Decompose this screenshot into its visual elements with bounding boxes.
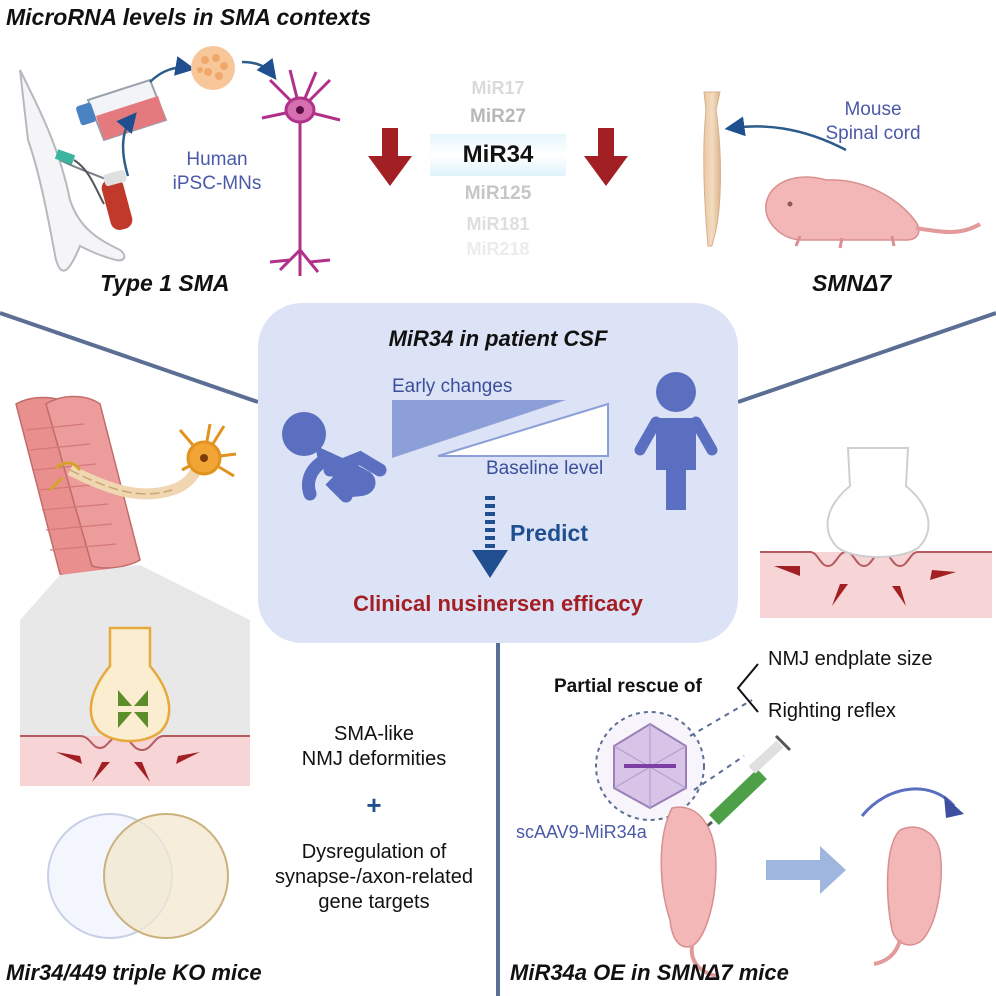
mir125-label: MiR125 [464,183,532,204]
venn-diagram [47,813,229,939]
rescue-item-righting: Righting reflex [768,700,896,722]
arm-illustration [19,69,133,272]
aav-capsid [595,711,705,821]
type1-label: Type 1 SMA [100,270,230,296]
smn-label: SMNΔ7 [812,270,892,296]
dysregulation-line2: synapse-/axon-related [275,866,473,888]
mouse-label-line2: Spinal cord [825,123,921,144]
early-changes-triangle [392,400,566,458]
bottom-right-title: MiR34a OE in SMNΔ7 mice [510,960,789,985]
flask-illustration [76,78,168,142]
nmj-deformities-text: SMA-like NMJ deformities [264,722,484,772]
axon [48,461,205,500]
spinal-cord [703,91,721,247]
infant-icon [282,412,387,503]
arrow-flask-to-cells [149,56,196,83]
mir17-label: MiR17 [471,78,525,98]
dysregulation-line3: gene targets [318,891,430,913]
predict-arrow [472,496,508,578]
orange-neuron [178,423,237,478]
zoom-lines [689,699,753,791]
center-box [258,303,738,643]
arrow-blood-to-flask [116,112,137,177]
mouse-label: Mouse Spinal cord [808,98,938,146]
down-arrow-right [584,128,628,186]
dysregulation-text: Dysregulation of synapse-/axon-related g… [234,840,514,915]
mir181-label: MiR181 [466,214,530,234]
rescue-label: Partial rescue of [554,676,702,697]
early-changes-label: Early changes [392,376,513,397]
mouse-pup [765,176,982,249]
treatment-arrow [766,846,846,894]
predict-label: Predict [510,520,588,546]
down-arrow-left [368,128,412,186]
dividers [0,311,996,996]
mir218-label: MiR218 [466,239,530,259]
efficacy-label: Clinical nusinersen efficacy [353,591,643,616]
vector-label: scAAV9-MiR34a [516,822,647,842]
ipsc-colony [191,46,235,90]
human-label: Human iPSC-MNs [162,148,272,196]
human-label-line1: Human [186,149,248,170]
baseline-label: Baseline level [486,458,604,479]
nmj-deformities-line: NMJ deformities [301,748,447,770]
pup-injected [660,806,717,978]
baseline-triangle [437,402,609,457]
nmj-right [760,440,992,618]
arrow-mouse-to-cord [724,116,847,152]
mouse-label-line1: Mouse [844,99,902,120]
center-title: MiR34 in patient CSF [388,326,608,351]
sma-like-line: SMA-like [333,723,414,745]
child-icon [634,372,718,510]
motor-neuron [261,69,341,276]
human-label-line2: iPSC-MNs [172,173,262,194]
rescue-brace [736,663,759,713]
mir27-label: MiR27 [470,106,526,127]
top-title: MicroRNA levels in SMA contexts [6,4,372,30]
rescue-item-endplate: NMJ endplate size [768,648,933,670]
nmj-left [20,626,250,786]
zoom-wedge [20,565,250,620]
pup-righting [860,787,964,966]
mir34-highlight [430,134,566,176]
arrow-cells-to-neuron [241,57,277,80]
mir34-label: MiR34 [462,141,534,168]
bottom-left-title: Mir34/449 triple KO mice [6,960,262,985]
plus-sign: + [366,790,382,820]
dysregulation-line1: Dysregulation of [301,841,447,863]
